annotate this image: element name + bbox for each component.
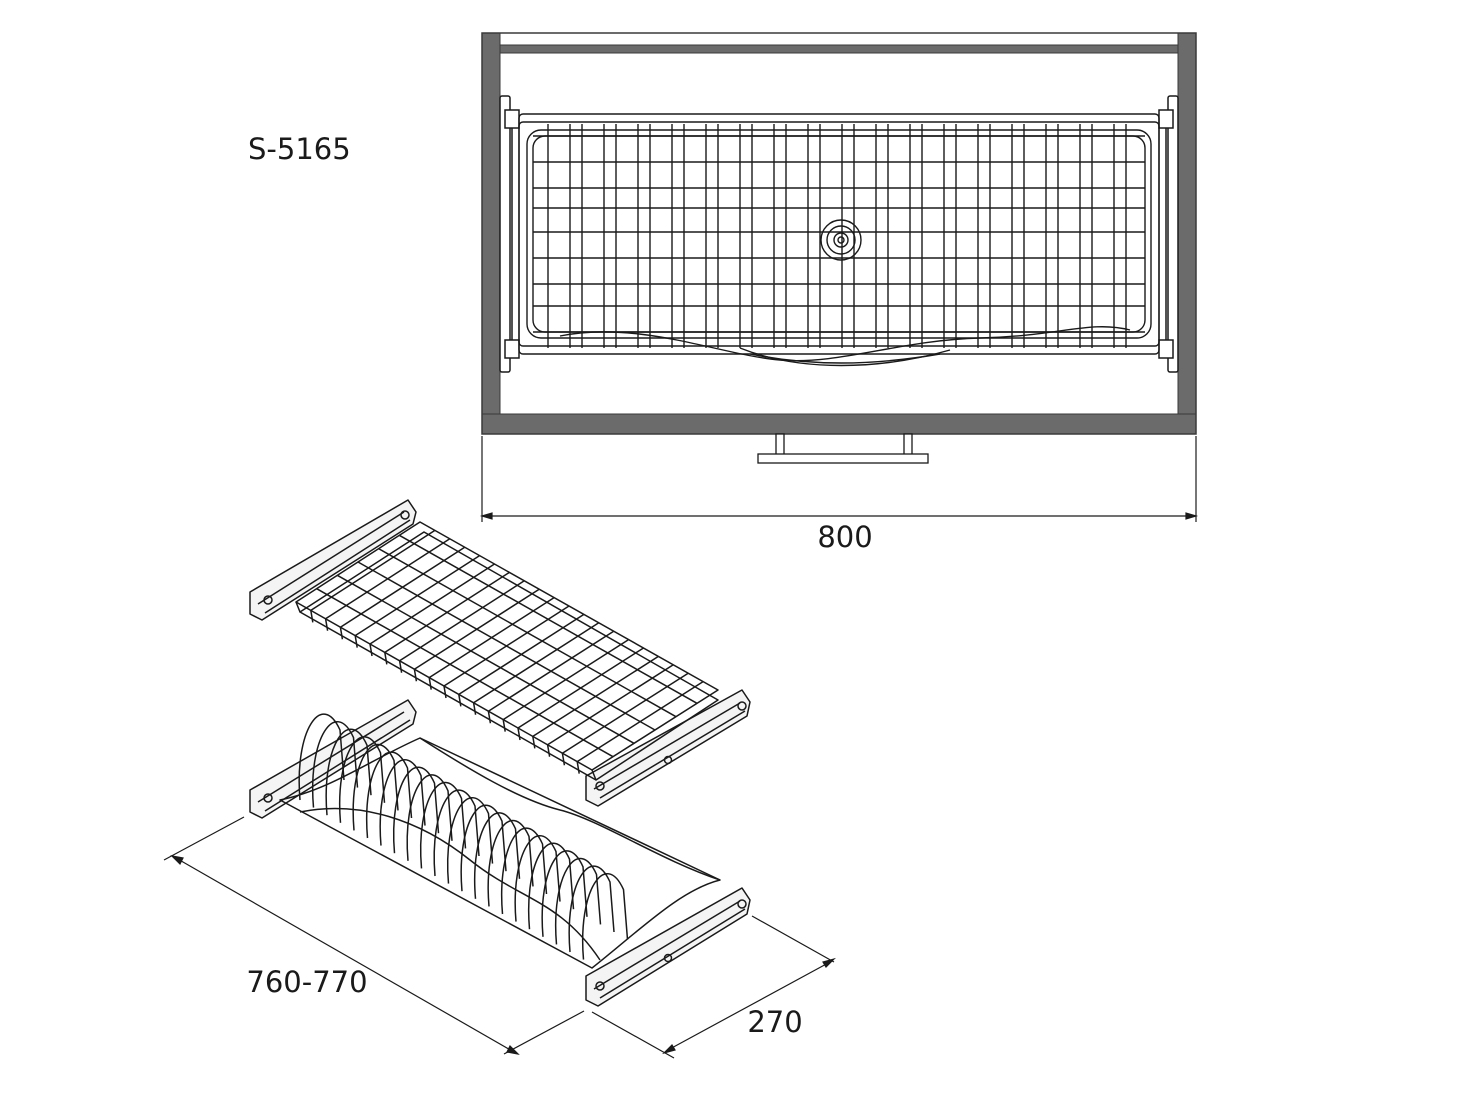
upper-rack-iso [249,499,751,807]
wire [378,548,677,718]
plate-divider-wire [541,850,588,937]
plate-divider-wire [298,713,345,801]
plate-divider-wire [473,812,521,899]
wire [443,685,447,699]
wire [472,702,477,715]
plate-divider-wire [406,774,453,861]
lower-rack-iso [249,699,751,1007]
plate-divider-wire [311,721,359,808]
wire [324,618,329,631]
plate-divider-wire [419,781,467,869]
plate-divider-wire [338,736,386,823]
wire [384,652,388,665]
wire [502,719,506,732]
top-view [481,32,1197,464]
wire [576,761,580,774]
plate-divider-wire [365,751,413,839]
wire [354,635,358,648]
mounting-foot [757,433,929,464]
side-rails [499,95,1179,373]
plate-divider-wire [500,827,548,915]
plate-divider-wire [527,842,575,930]
wire [369,643,373,657]
dimension-depth-label: 270 [747,1005,802,1039]
plate-divider-wire [581,873,629,960]
plate-divider-wire [460,804,507,892]
wire [310,610,314,623]
plate-divider-wire [446,797,494,884]
length-dimension [163,816,585,1055]
width-dimension [479,436,1199,522]
wire [458,694,462,707]
dimension-width-label: 800 [817,520,872,554]
wire [413,669,418,682]
plate-divider-wire [352,743,399,831]
plate-divider-wire [568,865,615,953]
cabinet-outline [481,32,1197,435]
model-code: S-5165 [248,132,351,166]
wire [546,744,551,757]
plate-divider-wire [379,759,426,846]
wire [316,588,614,758]
wire [428,677,432,690]
plate-divider-wire [514,835,561,922]
wire [398,534,698,704]
wire [336,574,635,744]
dimension-length-label: 760-770 [246,965,367,999]
wire [398,660,403,673]
wire [487,711,492,724]
depth-dimension [591,915,837,1059]
plate-divider-wire [487,819,534,907]
plate-divider-wire [325,728,372,816]
wire [357,561,656,731]
wire [339,627,344,640]
plate-divider-wire [433,789,480,877]
plate-divider-wire [392,766,440,854]
wire [561,753,566,766]
plate-divider-wire [554,857,602,945]
rack-basket-top [518,113,1160,367]
wire [517,727,521,741]
wire [532,736,536,749]
